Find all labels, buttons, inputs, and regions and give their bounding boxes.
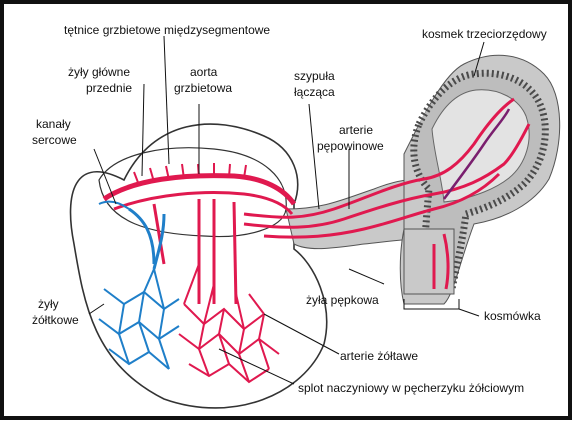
label-kanaly-1: kanały (36, 117, 71, 131)
label-arterie-pep-2: pępowinowe (317, 139, 384, 153)
embryo-circulation-diagram: tętnice grzbietowe międzysegmentowe kosm… (4, 4, 572, 424)
label-kosmowka: kosmówka (484, 309, 541, 323)
label-zyly-zolt-1: żyły (38, 297, 59, 311)
label-kosmek: kosmek trzeciorzędowy (422, 27, 547, 41)
label-zyla-pepkowa: żyła pępkowa (306, 293, 379, 307)
label-szypula-1: szypuła (294, 69, 335, 83)
label-tetnice: tętnice grzbietowe międzysegmentowe (64, 23, 270, 37)
label-arterie-pep-1: arterie (339, 123, 373, 137)
label-zyly-glowne-1: żyły główne (68, 65, 130, 79)
label-zyly-glowne-2: przednie (86, 81, 132, 95)
label-zyly-zolt-2: żółtkowe (32, 313, 79, 327)
label-aorta-1: aorta (190, 65, 218, 79)
label-splot: splot naczyniowy w pęcherzyku żółciowym (298, 381, 524, 395)
label-kanaly-2: sercowe (32, 133, 77, 147)
label-szypula-2: łącząca (294, 85, 335, 99)
label-aorta-2: grzbietowa (174, 81, 232, 95)
label-arterie-zoltawe: arterie żółtawe (340, 349, 418, 363)
